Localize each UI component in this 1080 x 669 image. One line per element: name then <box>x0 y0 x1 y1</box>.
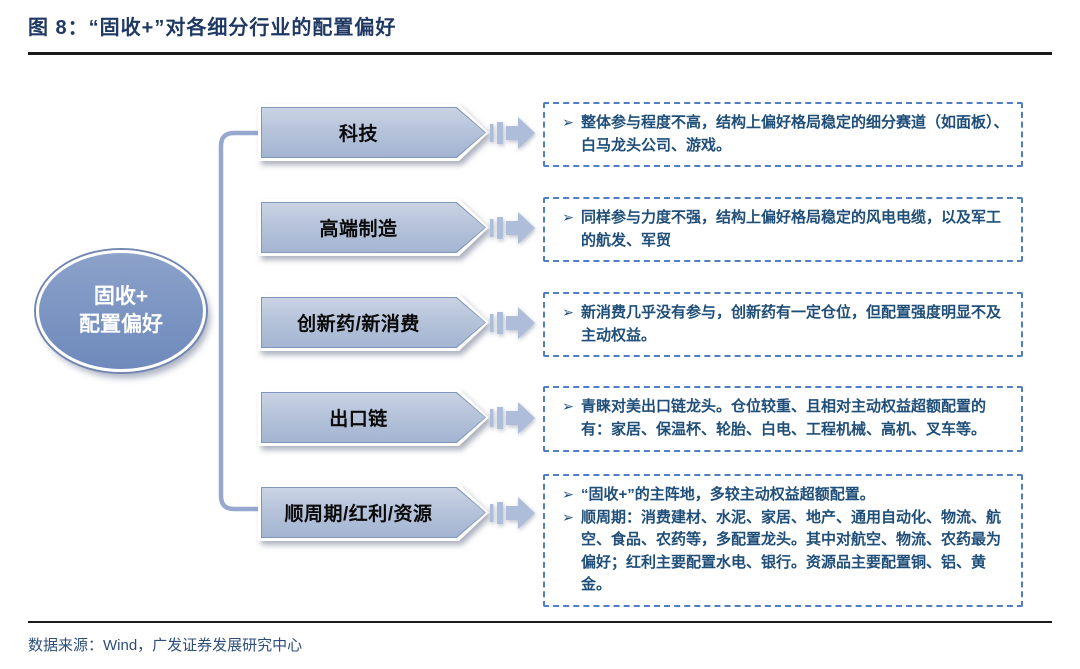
bullet-arrow-icon: ➢ <box>562 486 574 502</box>
figure-title: 图 8：“固收+”对各细分行业的配置偏好 <box>28 17 397 39</box>
category-label: 高端制造 <box>319 219 398 240</box>
detail-box: ➢ 整体参与程度不高，结构上偏好格局稳定的细分赛道（如面板）、白马龙头公司、游戏… <box>543 102 1023 167</box>
striped-arrow-icon <box>490 402 535 434</box>
bullet-item: ➢ 青睐对美出口链龙头。仓位较重、且相对主动权益超额配置的有：家居、保温杯、轮胎… <box>555 396 1009 441</box>
detail-box: ➢ “固收+”的主阵地，多较主动权益超额配置。 ➢ 顺周期：消费建材、水泥、家居… <box>543 474 1023 607</box>
bullet-item: ➢ 新消费几乎没有参与，创新药有一定仓位，但配置强度明显不及主动权益。 <box>555 302 1009 347</box>
striped-arrow-icon <box>490 117 535 149</box>
category-arrow-box: 顺周期/红利/资源 <box>258 484 489 541</box>
bullet-arrow-icon: ➢ <box>562 209 574 225</box>
striped-arrow-icon <box>490 497 535 529</box>
category-label: 出口链 <box>329 409 388 430</box>
arrow-box-fill <box>262 203 485 252</box>
bullet-text: 青睐对美出口链龙头。仓位较重、且相对主动权益超额配置的有：家居、保温杯、轮胎、白… <box>581 398 987 438</box>
root-node-ellipse: 固收+ 配置偏好 <box>36 250 206 372</box>
detail-box: ➢ 新消费几乎没有参与，创新药有一定仓位，但配置强度明显不及主动权益。 <box>543 292 1023 357</box>
bullet-item: ➢ 整体参与程度不高，结构上偏好格局稳定的细分赛道（如面板）、白马龙头公司、游戏… <box>555 112 1009 157</box>
category-arrow-box: 高端制造 <box>258 199 489 256</box>
title-divider <box>28 52 1052 55</box>
bullet-arrow-icon: ➢ <box>562 398 574 414</box>
bullet-arrow-icon: ➢ <box>562 304 574 320</box>
category-arrow-box: 出口链 <box>258 389 489 446</box>
bullet-text: 顺周期：消费建材、水泥、家居、地产、通用自动化、物流、航空、食品、农药等，多配置… <box>581 508 1002 594</box>
root-node-label-line1: 固收+ <box>93 284 149 308</box>
bullet-text: 新消费几乎没有参与，创新药有一定仓位，但配置强度明显不及主动权益。 <box>581 304 1002 344</box>
category-label: 科技 <box>338 124 378 145</box>
bullet-text: “固收+”的主阵地，多较主动权益超额配置。 <box>581 486 875 503</box>
striped-arrow-icon <box>490 307 535 339</box>
detail-box: ➢ 同样参与力度不强，结构上偏好格局稳定的风电电缆，以及军工的航发、军贸 <box>543 197 1023 262</box>
bullet-text: 同样参与力度不强，结构上偏好格局稳定的风电电缆，以及军工的航发、军贸 <box>581 209 1002 249</box>
bullet-arrow-icon: ➢ <box>562 114 574 130</box>
bullet-item: ➢ “固收+”的主阵地，多较主动权益超额配置。 <box>555 484 1009 507</box>
bullet-item: ➢ 同样参与力度不强，结构上偏好格局稳定的风电电缆，以及军工的航发、军贸 <box>555 207 1009 252</box>
category-arrow-box: 科技 <box>258 104 489 161</box>
arrow-box-fill <box>262 393 485 442</box>
arrow-box-fill <box>262 108 485 157</box>
category-label: 创新药/新消费 <box>297 314 420 335</box>
arrow-box-fill <box>262 298 485 347</box>
bullet-item: ➢ 顺周期：消费建材、水泥、家居、地产、通用自动化、物流、航空、食品、农药等，多… <box>555 507 1009 597</box>
category-label: 顺周期/红利/资源 <box>284 504 433 525</box>
category-arrow-box: 创新药/新消费 <box>258 294 489 351</box>
detail-box: ➢ 青睐对美出口链龙头。仓位较重、且相对主动权益超额配置的有：家居、保温杯、轮胎… <box>543 386 1023 452</box>
striped-arrow-icon <box>490 212 535 244</box>
arrow-box-fill <box>262 488 485 537</box>
bullet-arrow-icon: ➢ <box>562 508 574 525</box>
bullet-text: 整体参与程度不高，结构上偏好格局稳定的细分赛道（如面板）、白马龙头公司、游戏。 <box>581 114 1009 154</box>
root-node-label-line2: 配置偏好 <box>79 313 163 336</box>
data-source-note: 数据来源：Wind，广发证券发展研究中心 <box>28 637 303 654</box>
source-divider <box>28 621 1052 623</box>
